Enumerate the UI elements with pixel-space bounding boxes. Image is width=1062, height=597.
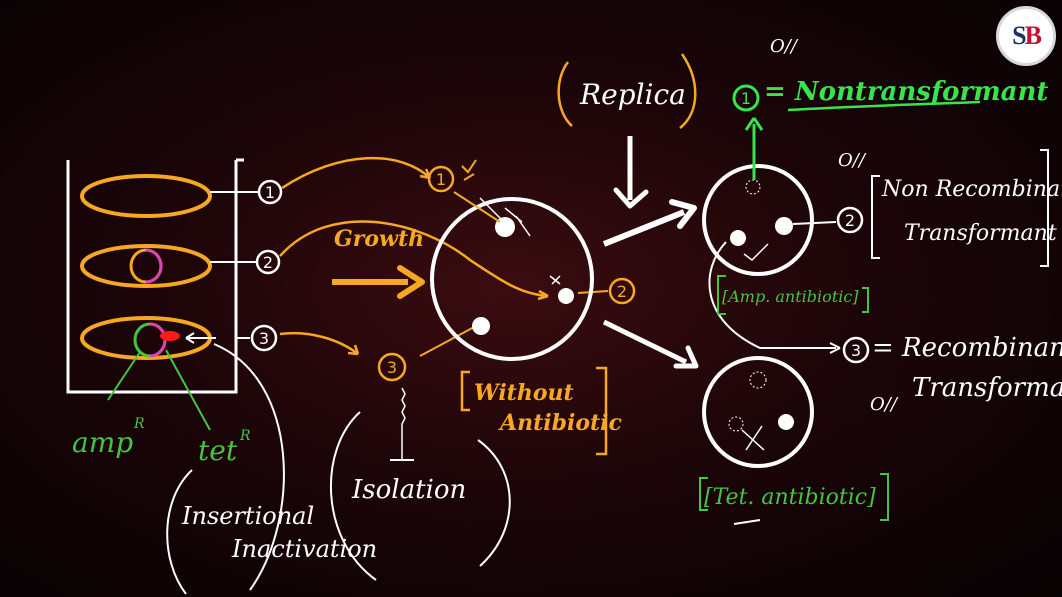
recombinant-marker-text: 3 (851, 341, 861, 360)
insertional-bracket (213, 343, 285, 591)
master-plate (430, 197, 594, 361)
marker-3-text: 3 (259, 329, 269, 348)
marker-1: 1 (257, 179, 283, 205)
colony-b (558, 288, 574, 304)
sb-logo: SB (996, 6, 1056, 66)
colony-marker-3-text: 3 (387, 358, 397, 377)
colony-c (472, 317, 490, 335)
amp-colony-2 (775, 217, 793, 235)
tet-colony-2 (778, 414, 794, 430)
tet-label: tet (198, 434, 238, 467)
transformant-label-b: Transformant (912, 373, 1062, 403)
note-c: O// (870, 394, 899, 415)
recombinant-label: = Recombinant (872, 333, 1062, 363)
marker-2: 2 (255, 249, 281, 275)
isolation-label: Isolation (351, 475, 466, 505)
insert-dna (160, 331, 180, 341)
amp-marker-2: 2 (836, 206, 864, 234)
logo-s: S (1012, 21, 1027, 50)
marker-1-text: 1 (265, 183, 275, 202)
replica-label: Replica (579, 78, 686, 111)
nontransformant-label: = Nontransformant (764, 77, 1048, 107)
insertional-label: Insertional (181, 502, 314, 530)
marker-2-text: 2 (263, 253, 273, 272)
colony-marker-2: 2 (577, 277, 636, 305)
bacterium-1 (80, 174, 212, 218)
antibiotic-label: Antibiotic (498, 410, 623, 436)
colony-marker-2-text: 2 (617, 282, 627, 301)
note-a: O// (770, 36, 799, 57)
tet-antibiotic-label: [Tet. antibiotic] (704, 485, 876, 510)
note-b: O// (838, 150, 867, 171)
colony-marker-1: 1 (427, 159, 477, 193)
recombinant-marker: 3 (842, 336, 870, 364)
culture-tube (66, 158, 244, 394)
tet-superscript: R (239, 428, 251, 444)
sb-logo-text: SB (1012, 21, 1042, 51)
logo-b: B (1024, 21, 1042, 50)
amp-antibiotic-label: [Amp. antibiotic] (722, 287, 859, 306)
bacterium-2 (80, 244, 212, 288)
nontransformant-marker-text: 1 (741, 89, 751, 108)
without-label: Without (474, 380, 574, 406)
amp-colony-3 (730, 230, 746, 246)
growth-label: Growth (334, 226, 424, 252)
nontransformant-marker: 1 (732, 84, 760, 112)
marker-3: 3 (250, 324, 278, 352)
tet-plate (702, 356, 814, 468)
colony-marker-3: 3 (377, 325, 477, 382)
non-recombinant-label: Non Recombinant (881, 177, 1062, 202)
amp-superscript: R (133, 416, 145, 432)
amp-plate (702, 164, 814, 276)
colony-marker-1-text: 1 (436, 170, 446, 189)
amp-label: amp (72, 426, 133, 459)
transformant-label-a: Transformant (904, 221, 1057, 246)
amp-marker-2-text: 2 (845, 211, 855, 230)
